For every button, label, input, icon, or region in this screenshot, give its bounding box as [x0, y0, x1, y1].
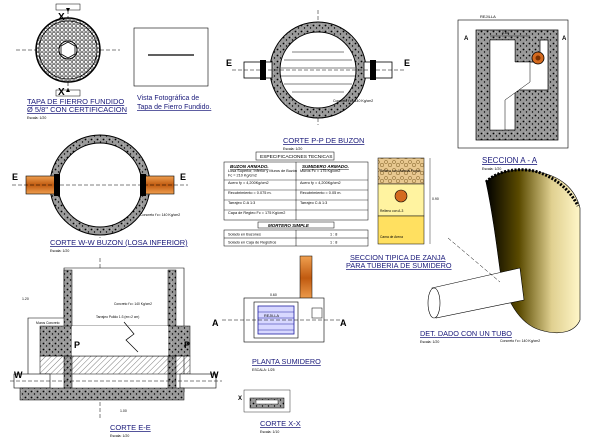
marker-a-right-planta: A	[340, 318, 347, 328]
marker-p-left: P	[74, 340, 80, 350]
tapa-subtitle: Ø 5/8" CON CERTIFICACION	[27, 105, 127, 114]
tapa-scale: Escala: 1/20	[27, 116, 46, 120]
mortero-cell-0-0: Solado en Buzones	[228, 233, 261, 237]
specs-table: ESPECIFICACIONES TECNICAS BUZON ARMADO. …	[223, 151, 369, 247]
dim-zanja: 0.90	[432, 197, 439, 201]
planta-scale: ESCALA: 1/25	[252, 368, 275, 372]
seccion-aa-scale: Escala: 1/20	[482, 167, 501, 171]
marker-p-right: P	[184, 340, 190, 350]
seccion-aa-detail: REJILLA A A 0.80 SECCION A - A Escala: 1…	[457, 14, 569, 171]
foto-detail: Vista Fotográfica de Tapa de Fierro Fund…	[133, 27, 211, 111]
label-concreto-dado: Concreto f'c= 140 Kg/cm2	[500, 339, 540, 343]
corte-pp-scale: Escala: 1/20	[283, 147, 302, 151]
marker-a-left-planta: A	[212, 318, 219, 328]
specs-col-sumidero: SUMIDERO ARMADO.	[302, 164, 349, 169]
specs-header: ESPECIFICACIONES TECNICAS	[260, 154, 332, 160]
dim-aa-1: 0.80	[502, 31, 509, 35]
corte-ee-scale: Escala: 1/20	[110, 434, 129, 438]
specs-col-buzon: BUZON ARMADO.	[230, 164, 269, 169]
spec-cell-0-1-0: Muros Fc = 175 Kg/cm2	[300, 169, 340, 173]
marker-a-right-aa: A	[562, 36, 567, 42]
marker-a-left-aa: A	[464, 36, 469, 42]
marker-x-top: X	[58, 12, 65, 23]
label-relleno-propio: Relleno con Material Propio	[380, 169, 421, 173]
planta-title: PLANTA SUMIDERO	[252, 357, 321, 366]
zanja-title: SECCION TIPICA DE ZANJA	[350, 253, 446, 262]
marker-e-right-ww: E	[180, 172, 186, 182]
spec-cell-0-0-0: Losa Superior, Inferior y Muros de Buzón	[228, 169, 297, 173]
spec-cell-0-0-1: Fc = 210 Kg/cm2	[228, 174, 257, 178]
corte-pp-title: CORTE P-P DE BUZON	[283, 136, 364, 145]
seccion-aa-title: SECCION A - A	[482, 156, 538, 165]
label-concreto-ww: Concreto f'c= 140 Kg/cm2	[140, 213, 180, 217]
corte-xx-detail: X CORTE X-X Escala: 1/10	[238, 389, 301, 434]
corte-xx-scale: Escala: 1/10	[260, 430, 279, 434]
spec-cell-3-1-0: Tarrajeo C:A 1:3	[300, 201, 327, 205]
foto-subtitle: Tapa de Fierro Fundido.	[137, 104, 211, 111]
dim-planta-1: 0.60	[270, 293, 277, 297]
mortero-cell-1-1: 1 : 8	[330, 241, 337, 245]
spec-cell-3-0-0: Tarrajeo C:A 1:3	[228, 201, 255, 205]
marker-w-left: W	[14, 370, 23, 380]
planta-detail: REJILLA A A 0.60 PLANTA SUMIDERO ESCALA:…	[212, 255, 347, 372]
corte-ee-detail: P P W W Tarrajeo Pulido 1:3 (en=2 cm) Mu…	[10, 258, 222, 438]
label-cama-arena: Cama de Arena	[380, 235, 403, 239]
corte-ww-detail: E E Concreto f'c= 140 Kg/cm2 CORTE W-W B…	[12, 134, 188, 253]
spec-cell-2-0-0: Recubrimiento = 0.075 m.	[228, 191, 272, 195]
zanja-subtitle: PARA TUBERIA DE SUMIDERO	[346, 261, 452, 270]
marker-x-xx: X	[238, 396, 242, 402]
corte-ww-title: CORTE W-W BUZON (LOSA INFERIOR)	[50, 238, 188, 247]
marker-e-right-pp: E	[404, 58, 410, 68]
dim-ee-1: 1.20	[22, 297, 29, 301]
marker-w-right: W	[210, 370, 219, 380]
specs-mortero: MORTERO SIMPLE	[268, 223, 310, 228]
label-concreto-ee: Concreto f'c= 140 Kg/cm2	[114, 302, 152, 306]
mortero-cell-0-1: 1 : 8	[330, 233, 337, 237]
corte-pp-detail: E E Concreto f'c= 140 Kg/cm2 CORTE P-P D…	[226, 10, 410, 151]
marker-e-left-pp: E	[226, 58, 232, 68]
corte-ww-scale: Escala: 1/20	[50, 249, 69, 253]
spec-cell-1-0-0: Acero fy = 4,200Kg/cm2	[228, 181, 269, 185]
foto-title: Vista Fotográfica de	[137, 95, 199, 102]
zanja-detail: Relleno con Material Propio Relleno con …	[346, 157, 452, 270]
dado-scale: Escala: 1/20	[420, 340, 439, 344]
marker-x-bottom: X	[58, 87, 65, 98]
spec-cell-4-0-0: Capa de Regleo Fc = 175 Kg/cm2	[228, 211, 285, 215]
corte-ee-title: CORTE E-E	[110, 423, 151, 432]
label-rejilla-planta: REJILLA	[264, 314, 279, 318]
dim-ee-2: 1.00	[120, 409, 127, 413]
corte-xx-title: CORTE X-X	[260, 419, 301, 428]
tapa-title: TAPA DE FIERRO FUNDIDO	[27, 97, 124, 106]
spec-cell-2-1-0: Recubrimiento = 0.05 m.	[300, 191, 341, 195]
mortero-cell-1-0: Solado en Caja de Registros	[228, 241, 276, 245]
marker-e-left-ww: E	[12, 172, 18, 182]
label-concreto-pp: Concreto f'c= 140 Kg/cm2	[333, 99, 373, 103]
label-muros-ee: Muros Concreto	[36, 321, 60, 325]
label-tarrajeo-ee: Tarrajeo Pulido 1:3 (en=2 cm)	[96, 315, 139, 319]
label-rejilla-aa: REJILLA	[480, 14, 496, 19]
label-relleno-a3: Relleno con A-3	[380, 209, 403, 213]
tapa-detail: X X TAPA DE FIERRO FUNDIDO Ø 5/8" CON CE…	[16, 3, 127, 120]
dado-title: DET. DADO CON UN TUBO	[420, 329, 512, 338]
spec-cell-1-1-0: Acero fy = 4,200Kg/cm2	[300, 181, 341, 185]
dado-detail: Concreto f'c= 140 Kg/cm2 DET. DADO CON U…	[420, 168, 581, 344]
